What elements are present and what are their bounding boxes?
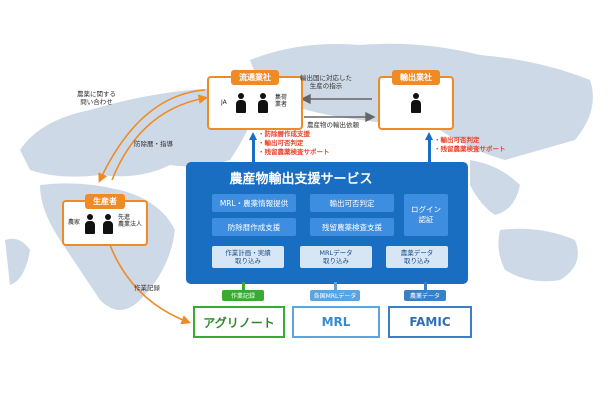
service-panel: 農産物輸出支援サービス MRL・農薬情報提供 輸出可否判定 防除暦作成支援 残留… xyxy=(186,162,468,284)
mrl-box: MRL xyxy=(292,306,380,338)
feature-login: ログイン 認証 xyxy=(404,194,448,236)
distributor-box: 流通業社 JA 集荷 業者 xyxy=(207,70,303,130)
producer-title: 生産者 xyxy=(85,194,125,209)
distributor-benefit-2: ・輸出可否判定 xyxy=(258,138,304,147)
arrow-famic xyxy=(424,282,427,290)
import-mrl-data: MRLデータ 取り込み xyxy=(300,246,372,268)
feature-mrl-info: MRL・農薬情報提供 xyxy=(212,194,296,212)
feature-residue-support: 残留農薬検査支援 xyxy=(310,218,394,236)
exporter-person-icon xyxy=(410,93,422,113)
country-instruction-label: 輸出国に対応した 生産の指示 xyxy=(300,74,352,91)
exporter-benefits: ・輸出可否判定 ・残留農薬検査サポート xyxy=(434,136,506,154)
farmer-label: 農家 xyxy=(68,219,81,226)
arrow-head-distributor xyxy=(249,132,257,140)
famic-box: FAMIC xyxy=(388,306,472,338)
corp-person-icon xyxy=(102,214,114,234)
exporter-benefit-2: ・残留農薬検査サポート xyxy=(434,144,506,153)
distributor-title: 流通業社 xyxy=(231,70,279,85)
ja-person-icon xyxy=(235,93,247,113)
import-work-plan: 作業計画・実績 取り込み xyxy=(212,246,284,268)
famic-tag: 農薬データ xyxy=(404,290,446,301)
feature-export-judgement: 輸出可否判定 xyxy=(310,194,394,212)
collector-label: 集荷 業者 xyxy=(275,94,288,108)
import-pesticide-data: 農薬データ 取り込み xyxy=(386,246,448,268)
arrow-head-exporter xyxy=(425,132,433,140)
guidance-label: 防除暦・指導 xyxy=(134,140,173,148)
service-title: 農産物輸出支援サービス xyxy=(229,172,373,187)
arrow-to-distributor xyxy=(252,140,255,162)
farmer-person-icon xyxy=(84,214,96,234)
mrl-tag: 各国MRLデータ xyxy=(310,290,360,301)
ja-label: JA xyxy=(221,99,227,106)
export-request-label: 農産物の輸出依頼 xyxy=(307,121,359,129)
corp-label: 先進 農業法人 xyxy=(118,214,143,228)
arrow-to-exporter xyxy=(428,140,431,162)
arrow-mrl xyxy=(334,282,337,290)
collector-person-icon xyxy=(257,93,269,113)
producer-box: 生産者 農家 先進 農業法人 xyxy=(62,194,148,246)
distributor-benefit-1: ・防除暦作成支援 xyxy=(258,130,310,138)
distributor-benefits: ・防除暦作成支援 ・輸出可否判定 ・残留農薬検査サポート xyxy=(258,130,330,156)
exporter-benefit-1: ・輸出可否判定 xyxy=(434,136,480,144)
agrinote-tag: 作業記録 xyxy=(222,290,264,301)
feature-spray-calendar: 防除暦作成支援 xyxy=(212,218,296,236)
agrinote-box: アグリノート xyxy=(193,306,285,338)
record-label: 作業記録 xyxy=(134,284,160,292)
exporter-box: 輸出業社 xyxy=(378,70,454,130)
exporter-title: 輸出業社 xyxy=(392,70,440,85)
distributor-benefit-3: ・残留農薬検査サポート xyxy=(258,147,330,156)
inquiry-label: 農薬に関する 問い合わせ xyxy=(77,90,116,107)
arrow-agrinote xyxy=(242,282,245,290)
